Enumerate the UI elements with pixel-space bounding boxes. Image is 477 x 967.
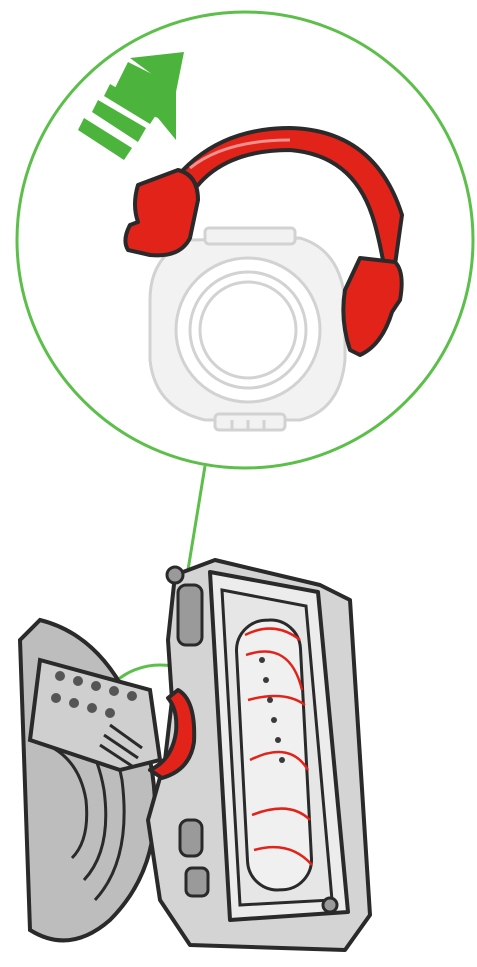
neck-coupling-ghost <box>150 228 345 430</box>
vacuum-head <box>20 560 370 950</box>
brush-roll <box>235 619 313 892</box>
